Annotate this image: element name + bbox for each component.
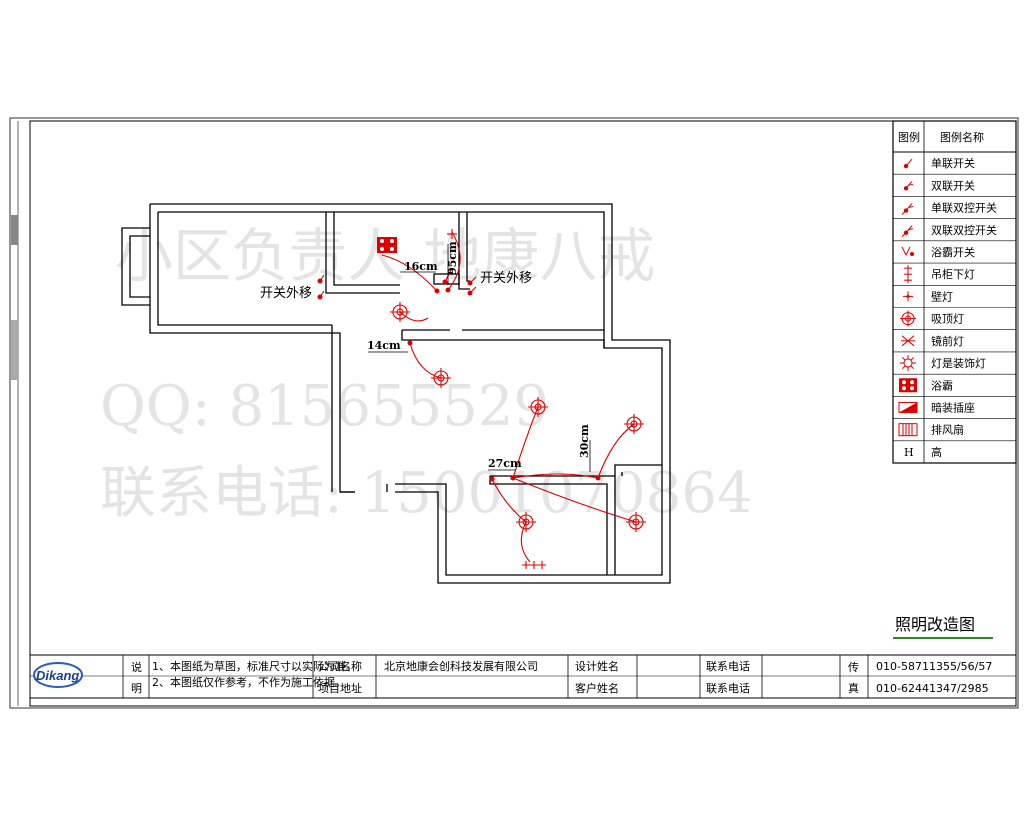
legend-label: 暗装插座 (931, 400, 975, 414)
wall-light-icon (903, 291, 913, 302)
exhaust-fan-icon (898, 423, 918, 437)
left-strip-mark-1 (11, 215, 18, 245)
phone-1: 010-58711355/56/57 (876, 660, 992, 673)
dim-27cm: 27cm (488, 457, 522, 470)
fax-label-1: 传 (848, 661, 859, 674)
dim-30cm: 30cm (578, 424, 591, 458)
legend-row: 排风扇 (898, 423, 964, 437)
legend-row: 单联双控开关 (901, 201, 997, 215)
legend-row: 镜前灯 (901, 334, 964, 348)
height-marker: H (904, 446, 914, 459)
electrical-layout (317, 229, 646, 569)
ceiling-light-6 (626, 512, 646, 532)
ceiling-light-1 (390, 302, 410, 322)
dim-95cm: 95cm (446, 241, 459, 275)
legend-row: 暗装插座 (898, 400, 975, 414)
legend-label: 壁灯 (931, 289, 953, 303)
left-strip-mark-2 (11, 320, 18, 380)
under-cabinet-light (522, 561, 546, 569)
notes-line-2: 2、本图纸仅作参考，不作为施工依据。 (152, 675, 346, 689)
drawing-title: 照明改造图 (895, 615, 975, 634)
phone-2: 010-62441347/2985 (876, 682, 989, 695)
ceiling-light-5 (516, 512, 536, 532)
company-logo: Dikang (33, 660, 83, 690)
notes-label-2: 明 (131, 682, 142, 695)
legend-label: 灯是装饰灯 (931, 356, 986, 370)
customer-label: 客户姓名 (575, 681, 619, 695)
legend-header-symbol: 图例 (898, 130, 920, 144)
legend-label: 单联开关 (931, 156, 975, 170)
legend-label: 双联双控开关 (931, 223, 997, 237)
notes-line-1: 1、本图纸为草图，标准尺寸以实际为准。 (152, 659, 357, 673)
height-symbol: H (904, 446, 914, 459)
dim-14cm: 14cm (367, 339, 401, 352)
ceiling-light-icon (900, 310, 916, 327)
legend-label: 排风扇 (931, 423, 964, 437)
project-label: 项目地址 (318, 681, 362, 695)
legend-row: 单联开关 (903, 156, 975, 170)
watermark-line3: 联系电话: 15001070864 (100, 461, 753, 526)
legend-label: 浴霸 (931, 379, 953, 392)
legend-row: 壁灯 (903, 289, 953, 303)
legend-row: 灯是装饰灯 (900, 355, 986, 372)
legend-row: 双联双控开关 (901, 223, 997, 238)
double-switch-icon (903, 180, 914, 191)
company-value: 北京地康会创科技发展有限公司 (384, 659, 538, 673)
legend-row: 浴霸 (899, 378, 953, 393)
sheet-outer-border (9, 117, 1019, 709)
bath-heater-icon (899, 378, 917, 393)
legend-label: 吊柜下灯 (931, 268, 975, 281)
bath-heater-switch-icon (901, 246, 914, 257)
watermark-line2: QQ: 815655529 (100, 374, 549, 439)
company-label: 公司名称 (318, 659, 362, 673)
ceiling-light-2 (431, 368, 451, 388)
single-dual-control-switch-icon (901, 203, 914, 215)
single-switch-icon (903, 158, 913, 169)
legend-row: 浴霸开关 (901, 245, 975, 259)
logo-text: Dikang (36, 668, 79, 683)
legend-label: 吸顶灯 (931, 313, 964, 326)
concealed-socket-icon (898, 401, 918, 413)
legend-row: 双联开关 (903, 178, 975, 192)
ceiling-light-4 (624, 414, 644, 434)
designer-label: 设计姓名 (575, 659, 619, 673)
legend-row: 吊柜下灯 (904, 265, 975, 284)
under-cabinet-light-icon (904, 265, 912, 284)
double-dual-control-switch-icon (901, 225, 914, 238)
contact-label-1: 联系电话 (706, 660, 750, 673)
legend-table: 图例 图例名称 单联开关双联开关单联双控开关双联双控开关浴霸开关吊柜下灯壁灯吸顶… (892, 120, 1017, 464)
legend-label: 高 (931, 445, 942, 459)
dimension-marks (368, 244, 591, 472)
fax-label-2: 真 (848, 681, 859, 695)
legend-label: 浴霸开关 (931, 245, 975, 259)
ceiling-light-3 (528, 397, 548, 417)
bath-heater-symbol (377, 237, 397, 253)
mirror-light-icon (901, 335, 915, 347)
switch-relocate-label-right: 开关外移 (480, 271, 532, 286)
chandelier-icon (900, 355, 916, 372)
notes-label-1: 说 (131, 660, 142, 674)
legend-header-name: 图例名称 (940, 130, 984, 144)
switch-relocate-label-left: 开关外移 (260, 286, 312, 301)
legend-row: 吸顶灯 (900, 310, 964, 327)
contact-label-2: 联系电话 (706, 682, 750, 695)
title-block (29, 654, 1017, 699)
legend-label: 双联开关 (931, 178, 975, 192)
floor-plan-walls (121, 203, 671, 584)
wall-light (447, 229, 457, 239)
legend-label: 单联双控开关 (931, 201, 997, 215)
legend-label: 镜前灯 (931, 334, 964, 348)
dim-16cm: 16cm (404, 260, 438, 273)
